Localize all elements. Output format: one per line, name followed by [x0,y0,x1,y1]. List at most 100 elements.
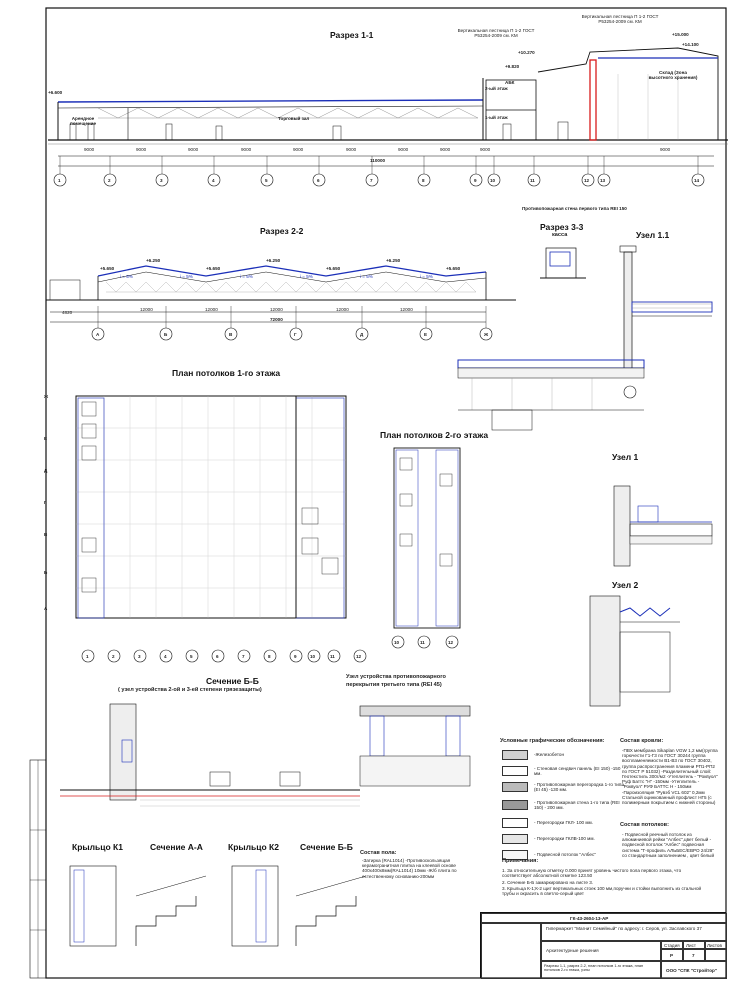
porch-k1-title: Крыльцо К1 [72,842,123,852]
ceiling-title: Состав потолков: [620,822,669,828]
axis-label: 10 [310,654,316,659]
axis-label: 5 [190,654,193,659]
level-mark: +6.250 [266,258,281,263]
axis-label: 11 [530,178,535,183]
room-label: 1-ый этаж [485,115,508,120]
axis-label: 8 [268,654,271,659]
legend-label: - Перегородки ГКЛВ-100 мм. [534,836,595,842]
note-item: 1. За относительную отметку 0.000 принят… [502,868,682,879]
roof-node-detail [457,359,645,431]
level-mark: +5.650 [326,266,341,271]
legend-label: - Противопожарная перегородка 1-го типа … [534,781,624,792]
axis-label: 12 [448,640,454,645]
legend-item: - Перегородки ГКЛ- 100 мм. [502,816,593,830]
dimension: 9000 [440,147,451,152]
tb-stage-cell: Р [661,949,683,961]
plan-2-axis-markers [391,635,459,649]
room-label: Склад (Зона высотного хранения) [648,70,698,81]
legend-title: Условные графические обозначения: [500,738,605,744]
tb-stage: Р [670,953,674,958]
legend-list: -Железобетон - Стеновая сендвич панель (… [502,748,624,868]
legend-item: - Противопожарная стена 1-го типа (REI 1… [502,798,624,812]
porch-drawings [69,865,367,947]
legend-swatch [502,750,528,760]
note-ladder: Вертикальная лестница П 1-2 ГОСТ Р53254-… [581,14,659,25]
slope-mark: i = 5% [420,274,433,279]
title-block: ГК-43-2604-13-АР Гипермаркет "Магнит Сем… [480,912,727,979]
axis-label: 12 [584,178,590,183]
dimension: 9000 [660,147,671,152]
porch-k2-title: Крыльцо К2 [228,842,279,852]
tb-sheet: 7 [692,953,695,958]
axis-label: Ж [484,332,489,337]
slope-mark: i = 5% [300,274,313,279]
level-mark: +15.000 [672,32,689,37]
room-label: Арендное помещение [69,116,97,127]
axis-label: 3 [138,654,141,659]
legend-item: - Перегородки ГКЛВ-100 мм. [502,832,595,846]
dimension: 12000 [140,307,153,312]
tb-sheets-cell [705,949,727,961]
level-mark: +5.650 [446,266,461,271]
axis-label: Д [360,332,364,337]
axis-label: 11 [420,640,425,645]
tb-stage-label-cell: Стадия [661,941,683,949]
room-label: АБК [505,80,515,85]
tb-project-cell: Гипермаркет "Магнит Семейный" по адресу:… [541,923,727,941]
axis-label: 10 [490,178,496,183]
section-bb2-title: Сечение Б-Б [300,842,353,852]
dimension: 9000 [188,147,199,152]
level-mark: +5.650 [206,266,221,271]
sbb-title: Сечение Б-Б [206,676,259,686]
axis-label: В [44,532,48,537]
level-mark: +6.250 [146,258,161,263]
legend-label: - Противопожарная стена 1-го типа (REI 1… [534,799,620,810]
floor-text: -Затирка (RAL1014) -Противоскользящая ке… [362,858,457,879]
axis-label: 2 [112,654,115,659]
note-item: 3. Крыльца К-1;К-2 щит вертикальных стое… [502,886,702,897]
axis-label: 4 [212,178,215,183]
tb-sheet-name-cell: Архитектурные решения [541,941,661,961]
dimension-total: 110000 [370,158,386,163]
plan-1-drawing [75,395,347,619]
legend-swatch [502,766,528,776]
axis-label: Е [424,332,428,337]
uzel-1-drawing [613,485,713,567]
section-3-3-title: Разрез 3-3 [540,222,584,232]
axis-label: 1 [86,654,89,659]
note-item: 2. Сечение Б-Б замаркировано на листе 3. [502,880,594,885]
uzel-fire-drawing [359,705,471,787]
axis-label: 4 [164,654,167,659]
axis-label: 12 [356,654,362,659]
tb-sheets-label: Листов [707,943,722,948]
section-3-3-subtitle: касса [552,232,568,238]
axis-label: 9 [474,178,477,183]
slope-mark: i = 5% [120,274,133,279]
axis-label: 7 [370,178,373,183]
legend-swatch [502,782,528,792]
legend-label: -Железобетон [534,752,564,758]
tb-project: Гипермаркет "Магнит Семейный" по адресу:… [546,926,702,931]
axis-label: А [96,332,100,337]
axis-label: 5 [265,178,268,183]
roof-text: -ПВХ мембрана Sikaplan VGW 1,2 мм(группа… [622,748,718,806]
level-mark: +10.270 [518,50,535,55]
legend-swatch [502,850,528,860]
legend-label: - Перегородки ГКЛ- 100 мм. [534,820,593,826]
tb-company: ООО "СПК "Стройтор" [666,968,718,973]
axis-markers-2-2 [91,327,493,341]
axis-label: 14 [694,178,700,183]
legend-swatch [502,834,528,844]
notes-title: Примечания: [502,858,539,864]
slope-mark: i = 5% [240,274,253,279]
dimension: 9000 [346,147,357,152]
plan-2-drawing [393,447,461,629]
note-fire-wall: Противопожарная стена первого типа REI 1… [522,206,627,211]
axis-label: 6 [317,178,320,183]
axis-label: Е [44,436,48,441]
dimension: 9000 [293,147,304,152]
note-ladder: Вертикальная лестница П 1-2 ГОСТ Р53254-… [457,28,535,39]
legend-item: - Подвесной потолок "Албес" [502,848,596,862]
slope-mark: i = 5% [360,274,373,279]
